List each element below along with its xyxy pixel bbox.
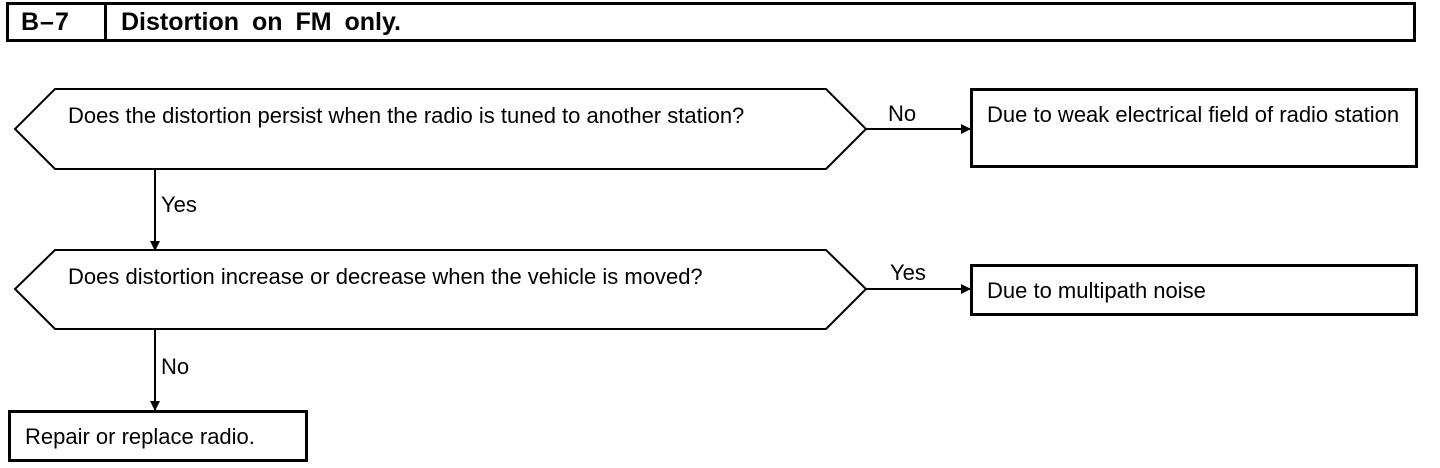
result-multipath-text: Due to multipath noise <box>987 278 1206 303</box>
decision-shape-q2 <box>13 249 868 330</box>
edge-label-q1-yes: Yes <box>161 192 197 217</box>
section-header: B–7 Distortion on FM only. <box>6 2 1416 42</box>
decision-q1-text: Does the distortion persist when the rad… <box>68 103 745 128</box>
section-code: B–7 <box>9 5 107 39</box>
result-repair-text: Repair or replace radio. <box>25 424 255 449</box>
edge-label-q2-no: No <box>161 354 190 379</box>
edge-label-q2-yes: Yes <box>890 260 926 285</box>
decision-q2-text: Does distortion increase or decrease whe… <box>68 264 703 289</box>
result-weak-field-text: Due to weak electrical field of radio st… <box>987 102 1400 127</box>
result-box-weak-field: Due to weak electrical field of radio st… <box>970 88 1418 168</box>
section-title: Distortion on FM only. <box>121 7 401 36</box>
decision-shape-q1 <box>13 88 868 170</box>
edge-label-q1-no: No <box>888 101 917 126</box>
result-box-multipath: Due to multipath noise <box>970 264 1418 316</box>
result-box-repair: Repair or replace radio. <box>8 410 308 462</box>
